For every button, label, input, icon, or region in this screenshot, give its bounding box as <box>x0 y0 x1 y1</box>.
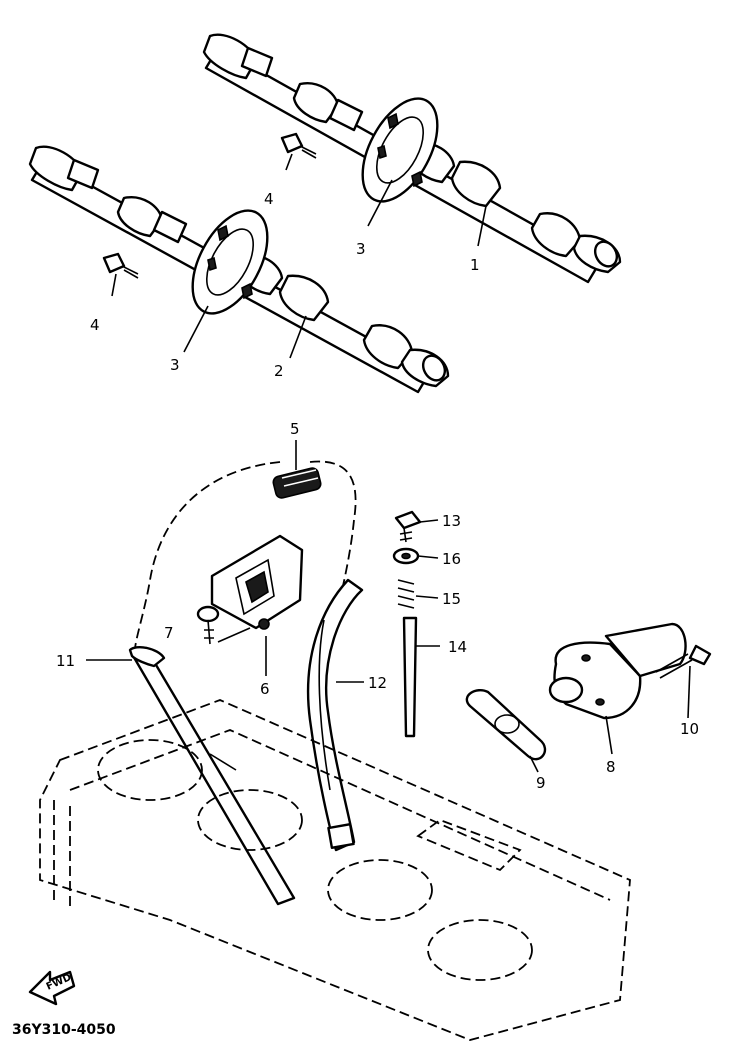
callout-6: 6 <box>260 680 270 698</box>
leader-lines <box>86 153 691 773</box>
callout-1: 1 <box>470 256 480 274</box>
washer[interactable] <box>392 547 420 565</box>
tensioner-bolt[interactable] <box>394 510 422 543</box>
cam-chain[interactable] <box>134 460 357 651</box>
sprocket-lower[interactable] <box>177 198 283 325</box>
callout-3a: 3 <box>356 240 366 258</box>
chain-link[interactable] <box>272 467 322 499</box>
gasket[interactable] <box>465 689 547 761</box>
callout-4b: 4 <box>90 316 100 334</box>
fwd-arrow-icon: FWD <box>28 970 76 1006</box>
tensioner-assembly[interactable] <box>548 622 687 720</box>
chain-guide-intake[interactable] <box>306 578 364 852</box>
callout-3b: 3 <box>170 356 180 374</box>
callouts: 1 2 3 3 4 4 5 6 7 8 9 10 11 12 13 14 15 … <box>56 190 699 792</box>
callout-10: 10 <box>680 720 699 738</box>
callout-14: 14 <box>448 638 467 656</box>
callout-2: 2 <box>274 362 284 380</box>
spring[interactable] <box>397 579 415 609</box>
callout-12: 12 <box>368 674 387 692</box>
callout-13: 13 <box>442 512 461 530</box>
chain-guide-exhaust[interactable] <box>128 646 296 906</box>
callout-4a: 4 <box>264 190 274 208</box>
callout-15: 15 <box>442 590 461 608</box>
cylinder-head-outline <box>39 699 631 1041</box>
callout-11: 11 <box>56 652 75 670</box>
drawing-code: 36Y310-4050 <box>12 1022 116 1038</box>
callout-9: 9 <box>536 774 546 792</box>
callout-16: 16 <box>442 550 461 568</box>
sprocket-upper[interactable] <box>347 86 453 213</box>
bolt-lower[interactable] <box>102 252 139 279</box>
callout-5: 5 <box>290 420 300 438</box>
bolt-guide[interactable] <box>196 605 220 645</box>
rod[interactable] <box>402 616 418 738</box>
tensioner-bolt-long[interactable] <box>655 644 712 679</box>
callout-7: 7 <box>164 624 174 642</box>
chain-guide-top[interactable] <box>210 534 304 630</box>
callout-8: 8 <box>606 758 616 776</box>
bolt-upper[interactable] <box>280 132 317 159</box>
leader-line <box>217 627 251 643</box>
